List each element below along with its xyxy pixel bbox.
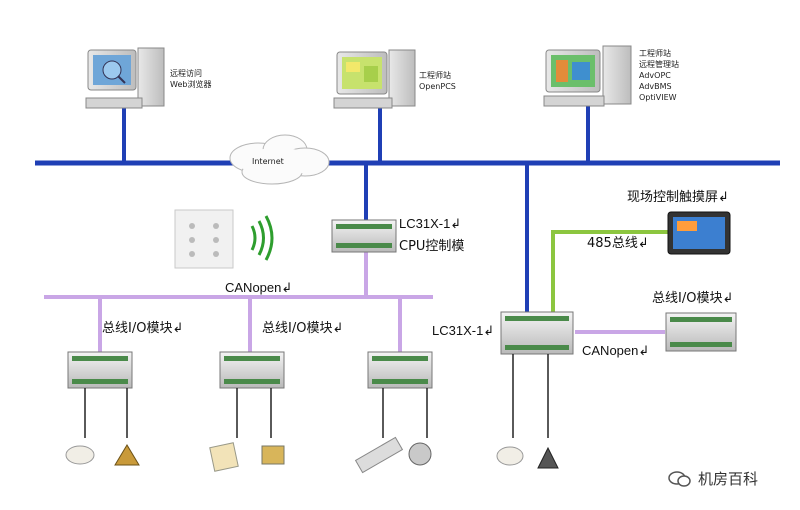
workstation-3-label: 工程师站 远程管理站 AdvOPC AdvBMS OptiVIEW (639, 48, 679, 103)
controller-bottom-label: LC31X-1↲ (432, 323, 495, 338)
internet-cloud (229, 134, 330, 185)
workstation-2-line-2: OpenPCS (419, 82, 456, 91)
internet-label: Internet (252, 157, 284, 166)
io-module-1 (67, 351, 133, 389)
workstation-2-label: 工程师站 OpenPCS (419, 70, 456, 92)
smoke-detector-1 (65, 445, 95, 465)
workstation-3-line-4: AdvBMS (639, 82, 672, 91)
workstation-3-line-2: 远程管理站 (639, 60, 679, 69)
fluorescent-fixture (354, 436, 404, 474)
device-drop-lines (84, 354, 549, 438)
watermark: 机房百科 (668, 470, 758, 488)
wireless-signal-icon (250, 215, 274, 261)
touch-screen-device (667, 211, 731, 255)
workstation-3-line-3: AdvOPC (639, 71, 671, 80)
pendant-lamp-2 (537, 446, 559, 469)
workstation-1-line-2: Web浏览器 (170, 80, 212, 89)
bus-485-label: 485总线↲ (587, 236, 649, 251)
workstation-1 (85, 47, 165, 109)
workstation-2 (333, 49, 416, 109)
smoke-detector-2 (496, 446, 524, 466)
workstation-1-label: 远程访问 Web浏览器 (170, 68, 211, 90)
io-module-3 (367, 351, 433, 389)
canopen-right-label: CANopen↲ (582, 343, 650, 358)
io-module-1-label: 总线I/O模块↲ (102, 321, 184, 336)
spot-light-1 (261, 445, 285, 465)
workstation-3 (543, 45, 632, 107)
controller-top-desc: CPU控制模 (399, 239, 465, 254)
wall-switch-panel (174, 209, 234, 269)
io-module-2 (219, 351, 285, 389)
workstation-3-line-5: OptiVIEW (639, 93, 677, 102)
wechat-icon (668, 471, 691, 487)
controller-bottom-module (500, 311, 574, 355)
workstation-2-line-1: 工程师站 (419, 71, 451, 80)
bus-485-line (551, 230, 668, 312)
watermark-text: 机房百科 (698, 469, 759, 488)
io-module-2-label: 总线I/O模块↲ (262, 321, 344, 336)
thermostat-1 (209, 442, 239, 472)
canopen-left-label: CANopen↲ (225, 280, 293, 295)
controller-top-module (331, 219, 397, 253)
high-bay-lamp (408, 442, 432, 466)
io-module-right-label: 总线I/O模块↲ (652, 291, 734, 306)
touch-screen-label: 现场控制触摸屏↲ (627, 190, 729, 205)
controller-top-model: LC31X-1↲ (399, 216, 462, 231)
workstation-1-line-1: 远程访问 (170, 69, 202, 78)
io-module-right (665, 312, 737, 352)
workstation-3-line-1: 工程师站 (639, 49, 671, 58)
pendant-lamp-1 (114, 444, 140, 466)
